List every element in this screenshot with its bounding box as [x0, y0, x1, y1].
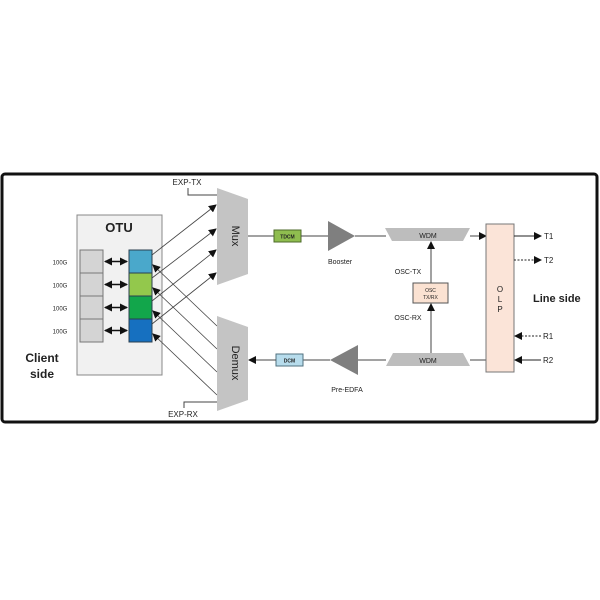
- otu-title: OTU: [105, 220, 132, 235]
- wavelength-channel-block: [128, 318, 153, 343]
- exp-rx-label: EXP-RX: [168, 410, 198, 419]
- pre-edfa-label: Pre-EDFA: [331, 387, 363, 394]
- t2-label: T2: [544, 256, 554, 265]
- mux-block: [217, 188, 248, 285]
- channel-to-mux-line: [151, 272, 217, 325]
- wdm-tx-block: [385, 228, 470, 241]
- demux-to-channel-line: [152, 310, 218, 373]
- olp-letter-p: P: [497, 305, 502, 314]
- channel-to-mux-line: [151, 204, 217, 256]
- demux-label: Demux: [229, 346, 241, 381]
- t1-label: T1: [544, 232, 554, 241]
- exp-tx-line: [187, 188, 217, 196]
- r1-label: R1: [543, 332, 554, 341]
- osc-tx-label: OSC-TX: [395, 269, 422, 276]
- olp-letter-l: L: [498, 295, 503, 304]
- wdm-rx-block: [386, 353, 470, 366]
- client-port-block: [79, 318, 104, 343]
- booster-label: Booster: [328, 259, 353, 266]
- exp-rx-line: [183, 401, 217, 408]
- wdm-tx-label: WDM: [419, 233, 437, 240]
- olp-letter-o: O: [497, 285, 503, 294]
- olp-block: [485, 223, 515, 373]
- wdm-rx-label: WDM: [419, 358, 437, 365]
- channel-to-mux-line: [151, 228, 217, 279]
- line-side-label: Line side: [533, 293, 581, 305]
- exp-tx-label: EXP-TX: [173, 178, 203, 187]
- demux-to-channel-line: [152, 333, 218, 396]
- dcm-label: DCM: [284, 359, 295, 365]
- osc-module-label-2: TX/RX: [423, 295, 438, 301]
- otu-channel-rows: 100G 100G 100G 100G: [53, 249, 153, 343]
- client-port-block: [79, 295, 104, 320]
- demux-to-channel-line: [152, 287, 218, 350]
- wavelength-channel-block: [128, 295, 153, 320]
- osc-rx-label: OSC-RX: [394, 315, 422, 322]
- client-port-block: [79, 272, 104, 297]
- wavelength-channel-block: [128, 272, 153, 297]
- r2-label: R2: [543, 356, 554, 365]
- client-side-label-line2: side: [30, 367, 54, 381]
- client-side-label-line1: Client: [25, 351, 58, 365]
- demux-block: [217, 316, 248, 411]
- mux-label: Mux: [229, 226, 241, 247]
- client-rate-label: 100G: [53, 330, 68, 336]
- channel-to-mux-line: [151, 249, 217, 302]
- demux-to-channel-line: [152, 264, 218, 327]
- client-rate-label: 100G: [53, 261, 68, 267]
- osc-module-label-1: OSC: [425, 288, 436, 294]
- pre-edfa-amplifier: [330, 345, 358, 375]
- booster-amplifier: [328, 221, 355, 251]
- wavelength-channel-block: [128, 249, 153, 274]
- tdcm-label: TDCM: [280, 235, 294, 241]
- client-port-block: [79, 249, 104, 274]
- client-rate-label: 100G: [53, 284, 68, 290]
- client-rate-label: 100G: [53, 307, 68, 313]
- mux-demux-fan-lines: [151, 204, 218, 396]
